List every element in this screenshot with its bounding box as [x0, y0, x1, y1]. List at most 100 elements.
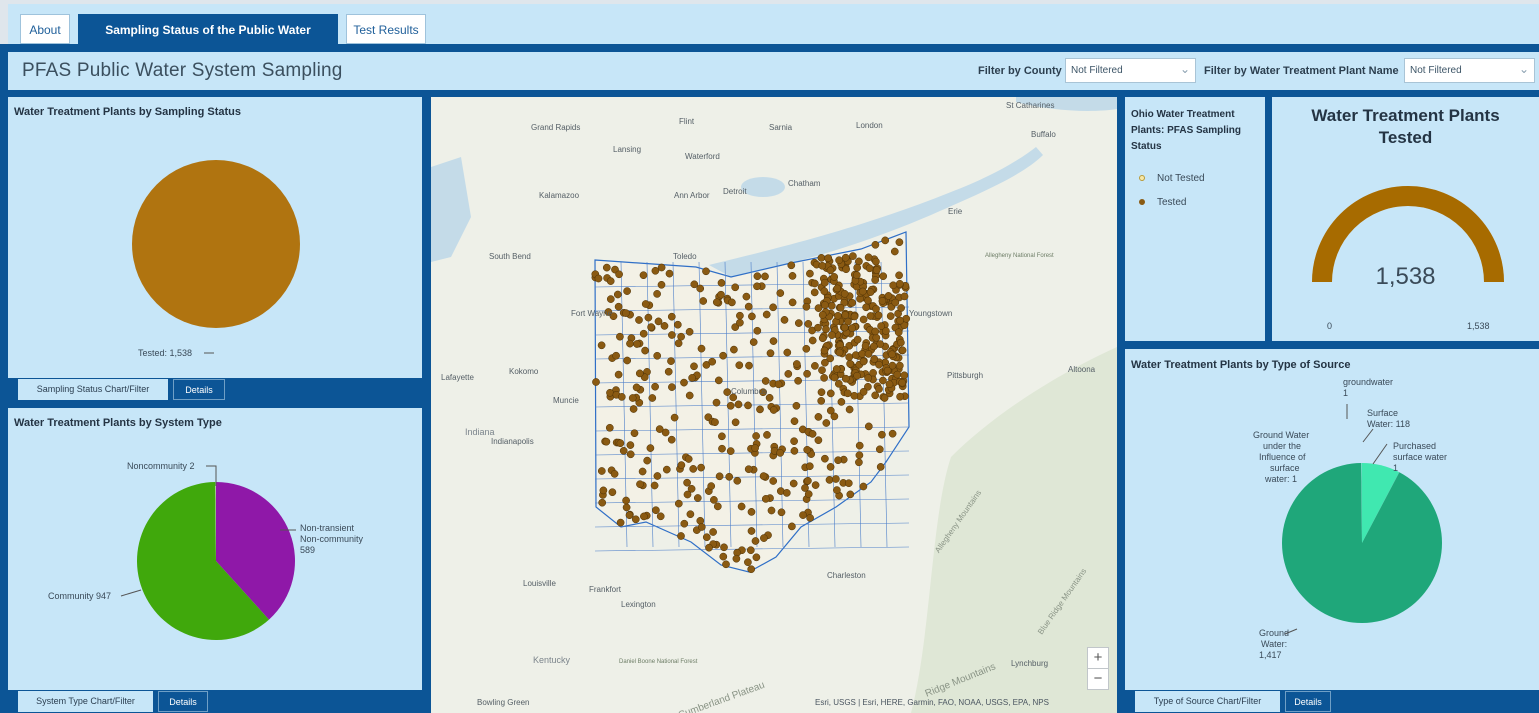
tested-plant-marker[interactable]: [872, 257, 880, 266]
tested-plant-marker[interactable]: [643, 456, 652, 465]
tested-plant-marker[interactable]: [614, 302, 623, 311]
tested-plant-marker[interactable]: [832, 475, 840, 483]
tested-plant-marker[interactable]: [609, 312, 618, 321]
tested-plant-marker[interactable]: [814, 323, 822, 332]
tested-plant-marker[interactable]: [744, 302, 753, 311]
tested-plant-marker[interactable]: [804, 490, 813, 498]
tested-plant-marker[interactable]: [712, 398, 721, 407]
tested-plant-marker[interactable]: [606, 295, 615, 303]
tested-plant-marker[interactable]: [794, 376, 802, 385]
tested-plant-marker[interactable]: [718, 432, 726, 441]
tested-plant-marker[interactable]: [756, 405, 764, 414]
tested-plant-marker[interactable]: [830, 373, 839, 382]
tested-plant-marker[interactable]: [636, 480, 644, 489]
tested-plant-marker[interactable]: [730, 345, 738, 354]
tested-plant-marker[interactable]: [648, 394, 657, 402]
tested-plant-marker[interactable]: [661, 428, 670, 437]
tested-plant-marker[interactable]: [626, 450, 635, 459]
tested-plant-marker[interactable]: [882, 327, 890, 335]
map-canvas[interactable]: [431, 97, 1117, 713]
system-type-details-tab[interactable]: Details: [158, 691, 208, 712]
tested-plant-marker[interactable]: [792, 401, 801, 410]
tested-plant-marker[interactable]: [897, 304, 905, 312]
tested-plant-marker[interactable]: [895, 238, 904, 247]
tested-plant-marker[interactable]: [608, 488, 617, 497]
tested-plant-marker[interactable]: [879, 376, 887, 385]
tested-plant-marker[interactable]: [841, 374, 850, 383]
legend-item-not-tested[interactable]: Not Tested: [1139, 173, 1205, 184]
tested-plant-marker[interactable]: [711, 418, 719, 427]
tested-plant-marker[interactable]: [896, 392, 904, 401]
tested-plant-marker[interactable]: [835, 256, 843, 265]
tested-plant-marker[interactable]: [708, 357, 717, 366]
tested-plant-marker[interactable]: [878, 297, 887, 305]
tested-plant-marker[interactable]: [725, 472, 734, 481]
tested-plant-marker[interactable]: [747, 527, 756, 535]
tested-plant-marker[interactable]: [650, 481, 659, 490]
tested-plant-marker[interactable]: [683, 490, 692, 499]
tested-plant-marker[interactable]: [818, 366, 826, 375]
tested-plant-marker[interactable]: [602, 437, 611, 446]
tested-plant-marker[interactable]: [888, 350, 896, 359]
system-type-chart-tab[interactable]: System Type Chart/Filter: [18, 691, 153, 712]
tested-plant-marker[interactable]: [753, 272, 762, 281]
tested-plant-marker[interactable]: [597, 467, 606, 475]
tested-plant-marker[interactable]: [653, 351, 662, 360]
tested-plant-marker[interactable]: [811, 481, 820, 489]
tested-plant-marker[interactable]: [668, 383, 676, 391]
tested-plant-marker[interactable]: [830, 273, 839, 281]
tested-plant-marker[interactable]: [640, 512, 648, 521]
tested-plant-marker[interactable]: [895, 279, 904, 288]
tested-plant-marker[interactable]: [686, 510, 695, 519]
tested-plant-marker[interactable]: [656, 512, 665, 521]
tested-plant-marker[interactable]: [744, 401, 752, 410]
tested-plant-marker[interactable]: [864, 374, 873, 382]
tested-plant-marker[interactable]: [736, 318, 744, 327]
tested-plant-marker[interactable]: [833, 486, 841, 494]
tested-plant-marker[interactable]: [664, 367, 673, 376]
tested-plant-marker[interactable]: [652, 506, 660, 515]
tested-plant-marker[interactable]: [872, 333, 881, 342]
tested-plant-marker[interactable]: [677, 532, 685, 540]
tested-plant-marker[interactable]: [871, 327, 880, 336]
tested-plant-marker[interactable]: [842, 265, 850, 274]
tested-plant-marker[interactable]: [874, 311, 883, 320]
tab-test-results[interactable]: Test Results: [346, 14, 426, 44]
tested-plant-marker[interactable]: [688, 374, 696, 382]
tested-plant-marker[interactable]: [626, 339, 634, 348]
tested-plant-marker[interactable]: [855, 257, 863, 266]
tested-plant-marker[interactable]: [862, 303, 870, 312]
tested-plant-marker[interactable]: [840, 323, 849, 332]
tested-plant-marker[interactable]: [713, 502, 722, 511]
tested-plant-marker[interactable]: [655, 425, 664, 433]
tested-plant-marker[interactable]: [864, 382, 872, 391]
tested-plant-marker[interactable]: [794, 319, 803, 327]
tested-plant-marker[interactable]: [837, 398, 846, 406]
tested-plant-marker[interactable]: [670, 413, 679, 422]
tested-plant-marker[interactable]: [759, 472, 768, 480]
tested-plant-marker[interactable]: [723, 388, 732, 396]
pie-slice-ground-water[interactable]: [1282, 463, 1442, 623]
tested-plant-marker[interactable]: [613, 290, 622, 299]
tested-plant-marker[interactable]: [806, 514, 814, 522]
tested-plant-marker[interactable]: [709, 528, 717, 536]
tested-plant-marker[interactable]: [811, 362, 819, 370]
tested-plant-marker[interactable]: [852, 271, 861, 279]
tested-plant-marker[interactable]: [752, 432, 760, 440]
pie-slice-non-transient-non-community[interactable]: [216, 482, 296, 620]
tested-plant-marker[interactable]: [836, 303, 845, 312]
tested-plant-marker[interactable]: [625, 511, 634, 520]
tested-plant-marker[interactable]: [599, 486, 608, 495]
tested-plant-marker[interactable]: [769, 477, 778, 485]
tested-plant-marker[interactable]: [744, 558, 752, 567]
tested-plant-marker[interactable]: [895, 271, 903, 280]
tested-plant-marker[interactable]: [788, 522, 796, 531]
tested-plant-marker[interactable]: [745, 361, 753, 370]
tested-plant-marker[interactable]: [639, 271, 648, 280]
tested-plant-marker[interactable]: [820, 374, 828, 382]
tested-plant-marker[interactable]: [855, 451, 864, 460]
system-type-pie-chart[interactable]: [8, 408, 422, 713]
tested-plant-marker[interactable]: [817, 397, 826, 405]
tested-plant-marker[interactable]: [776, 289, 785, 297]
tested-plant-marker[interactable]: [731, 418, 740, 427]
